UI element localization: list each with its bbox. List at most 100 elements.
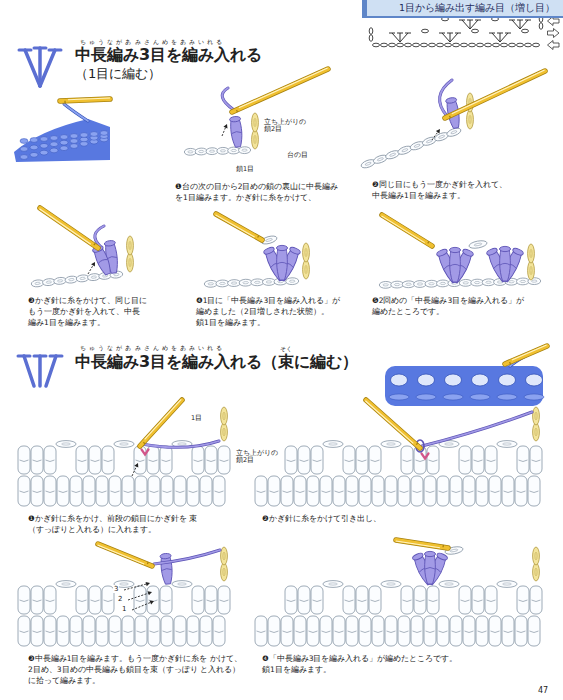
stitch-wrap	[530, 631, 539, 633]
stitch-column	[122, 616, 134, 646]
stitch-wrap	[517, 491, 526, 493]
hdc-symbol-bar	[455, 33, 461, 34]
yarn	[422, 412, 532, 446]
fabric-texture	[90, 132, 98, 137]
chain-stitch	[251, 279, 264, 286]
symbol-stroke	[40, 50, 55, 86]
hook-throat	[428, 241, 429, 243]
arrow-head	[436, 129, 440, 134]
hook-highlight	[39, 209, 90, 244]
hook-shaft	[396, 540, 448, 548]
half-double-crochet	[277, 245, 288, 280]
step-figure	[255, 400, 542, 506]
symbol-stroke	[25, 50, 40, 86]
stitch-column	[187, 476, 199, 506]
chain-hole	[450, 549, 458, 553]
fabric-texture	[497, 394, 517, 400]
stitch-wrap	[335, 491, 344, 493]
crochet-hook	[140, 399, 182, 446]
chain-hole	[383, 284, 389, 286]
chain-hole	[445, 443, 454, 445]
stitch-wrap	[78, 600, 87, 602]
stitch-wrap	[403, 600, 412, 602]
step-caption: ❶台の次の目から2目めの鎖の裏山に中長編み を1目編みます。かぎ針に糸をかけて、	[175, 182, 347, 204]
stitch-wrap	[309, 491, 318, 493]
stitch-wrap	[33, 600, 42, 602]
stitch-column	[102, 446, 114, 474]
stitch-wrap	[309, 631, 318, 633]
hdc-symbol-bar	[447, 33, 453, 34]
hdc-symbol	[500, 33, 508, 42]
chain-symbol	[533, 43, 540, 47]
hdc-symbol-bar	[475, 20, 481, 21]
crochet-fabric	[385, 366, 543, 406]
hook-shaft	[505, 346, 547, 364]
chain-hole	[417, 283, 423, 285]
stitch-column	[414, 586, 426, 614]
stitch-wrap	[20, 631, 29, 633]
ruby-text: ちゅうながあみさんめをあみいれる	[80, 345, 226, 352]
chain-symbol	[522, 29, 529, 33]
stitch-wrap	[348, 491, 357, 493]
chain-stitch	[195, 148, 207, 155]
chain-hole	[503, 583, 512, 585]
chain-symbol	[453, 43, 460, 47]
stitch-column	[148, 616, 160, 646]
stitch-column	[294, 616, 306, 646]
chain-stitch	[482, 279, 495, 286]
stitch-wrap	[33, 460, 42, 462]
stitch-column	[96, 616, 108, 646]
stitch-body	[230, 119, 244, 148]
stitch-wrap	[215, 631, 224, 633]
hdc-symbol-bar	[397, 33, 403, 34]
stitch-wrap	[413, 491, 422, 493]
chain-stitch	[439, 581, 459, 588]
chain-hole	[120, 583, 129, 585]
crochet-hook	[60, 98, 110, 103]
part-label: 鎖1目	[236, 166, 254, 173]
chain-stitch	[221, 423, 228, 441]
chain-stitch	[414, 280, 427, 287]
stitch-column	[356, 446, 368, 474]
half-double-crochet	[450, 248, 474, 284]
hook-highlight	[98, 545, 145, 564]
hook-highlight	[68, 98, 110, 100]
chain-stitch	[56, 441, 76, 448]
fabric-texture	[60, 146, 68, 151]
stitch-wrap	[283, 631, 292, 633]
crochet-hook	[232, 68, 328, 112]
hook-shaft	[396, 540, 448, 548]
stitch-column	[333, 616, 345, 646]
stitch-top	[277, 245, 288, 250]
chain-hole	[469, 115, 471, 123]
stitch-column	[174, 476, 186, 506]
stitch-wrap	[478, 491, 487, 493]
hook-shaft	[382, 215, 432, 246]
stitch-wrap	[231, 131, 241, 133]
stitch-top	[289, 246, 301, 255]
chain-hole	[199, 150, 204, 152]
stitch-wrap	[313, 460, 322, 462]
stitch-wrap	[425, 568, 435, 570]
chain-symbol	[413, 43, 420, 47]
stitch-column	[218, 586, 230, 614]
stitch-column	[70, 616, 82, 646]
chain-stitch	[127, 236, 134, 255]
hdc-symbol	[400, 33, 408, 42]
stitch-column	[307, 476, 319, 506]
stitch-wrap	[107, 256, 117, 259]
stitch-top	[512, 247, 524, 256]
stitch-column	[213, 476, 225, 506]
stitch-wrap	[313, 600, 322, 602]
stitch-wrap	[358, 460, 367, 462]
chain-hole	[265, 238, 272, 242]
step-figure	[360, 70, 545, 169]
hook-throat	[94, 243, 95, 245]
hook-highlight	[381, 216, 424, 243]
stitch-wrap	[189, 491, 198, 493]
stitch-column	[44, 476, 56, 506]
fabric-texture	[30, 145, 38, 150]
hook-throat	[236, 110, 238, 112]
hdc-symbol	[462, 20, 470, 29]
